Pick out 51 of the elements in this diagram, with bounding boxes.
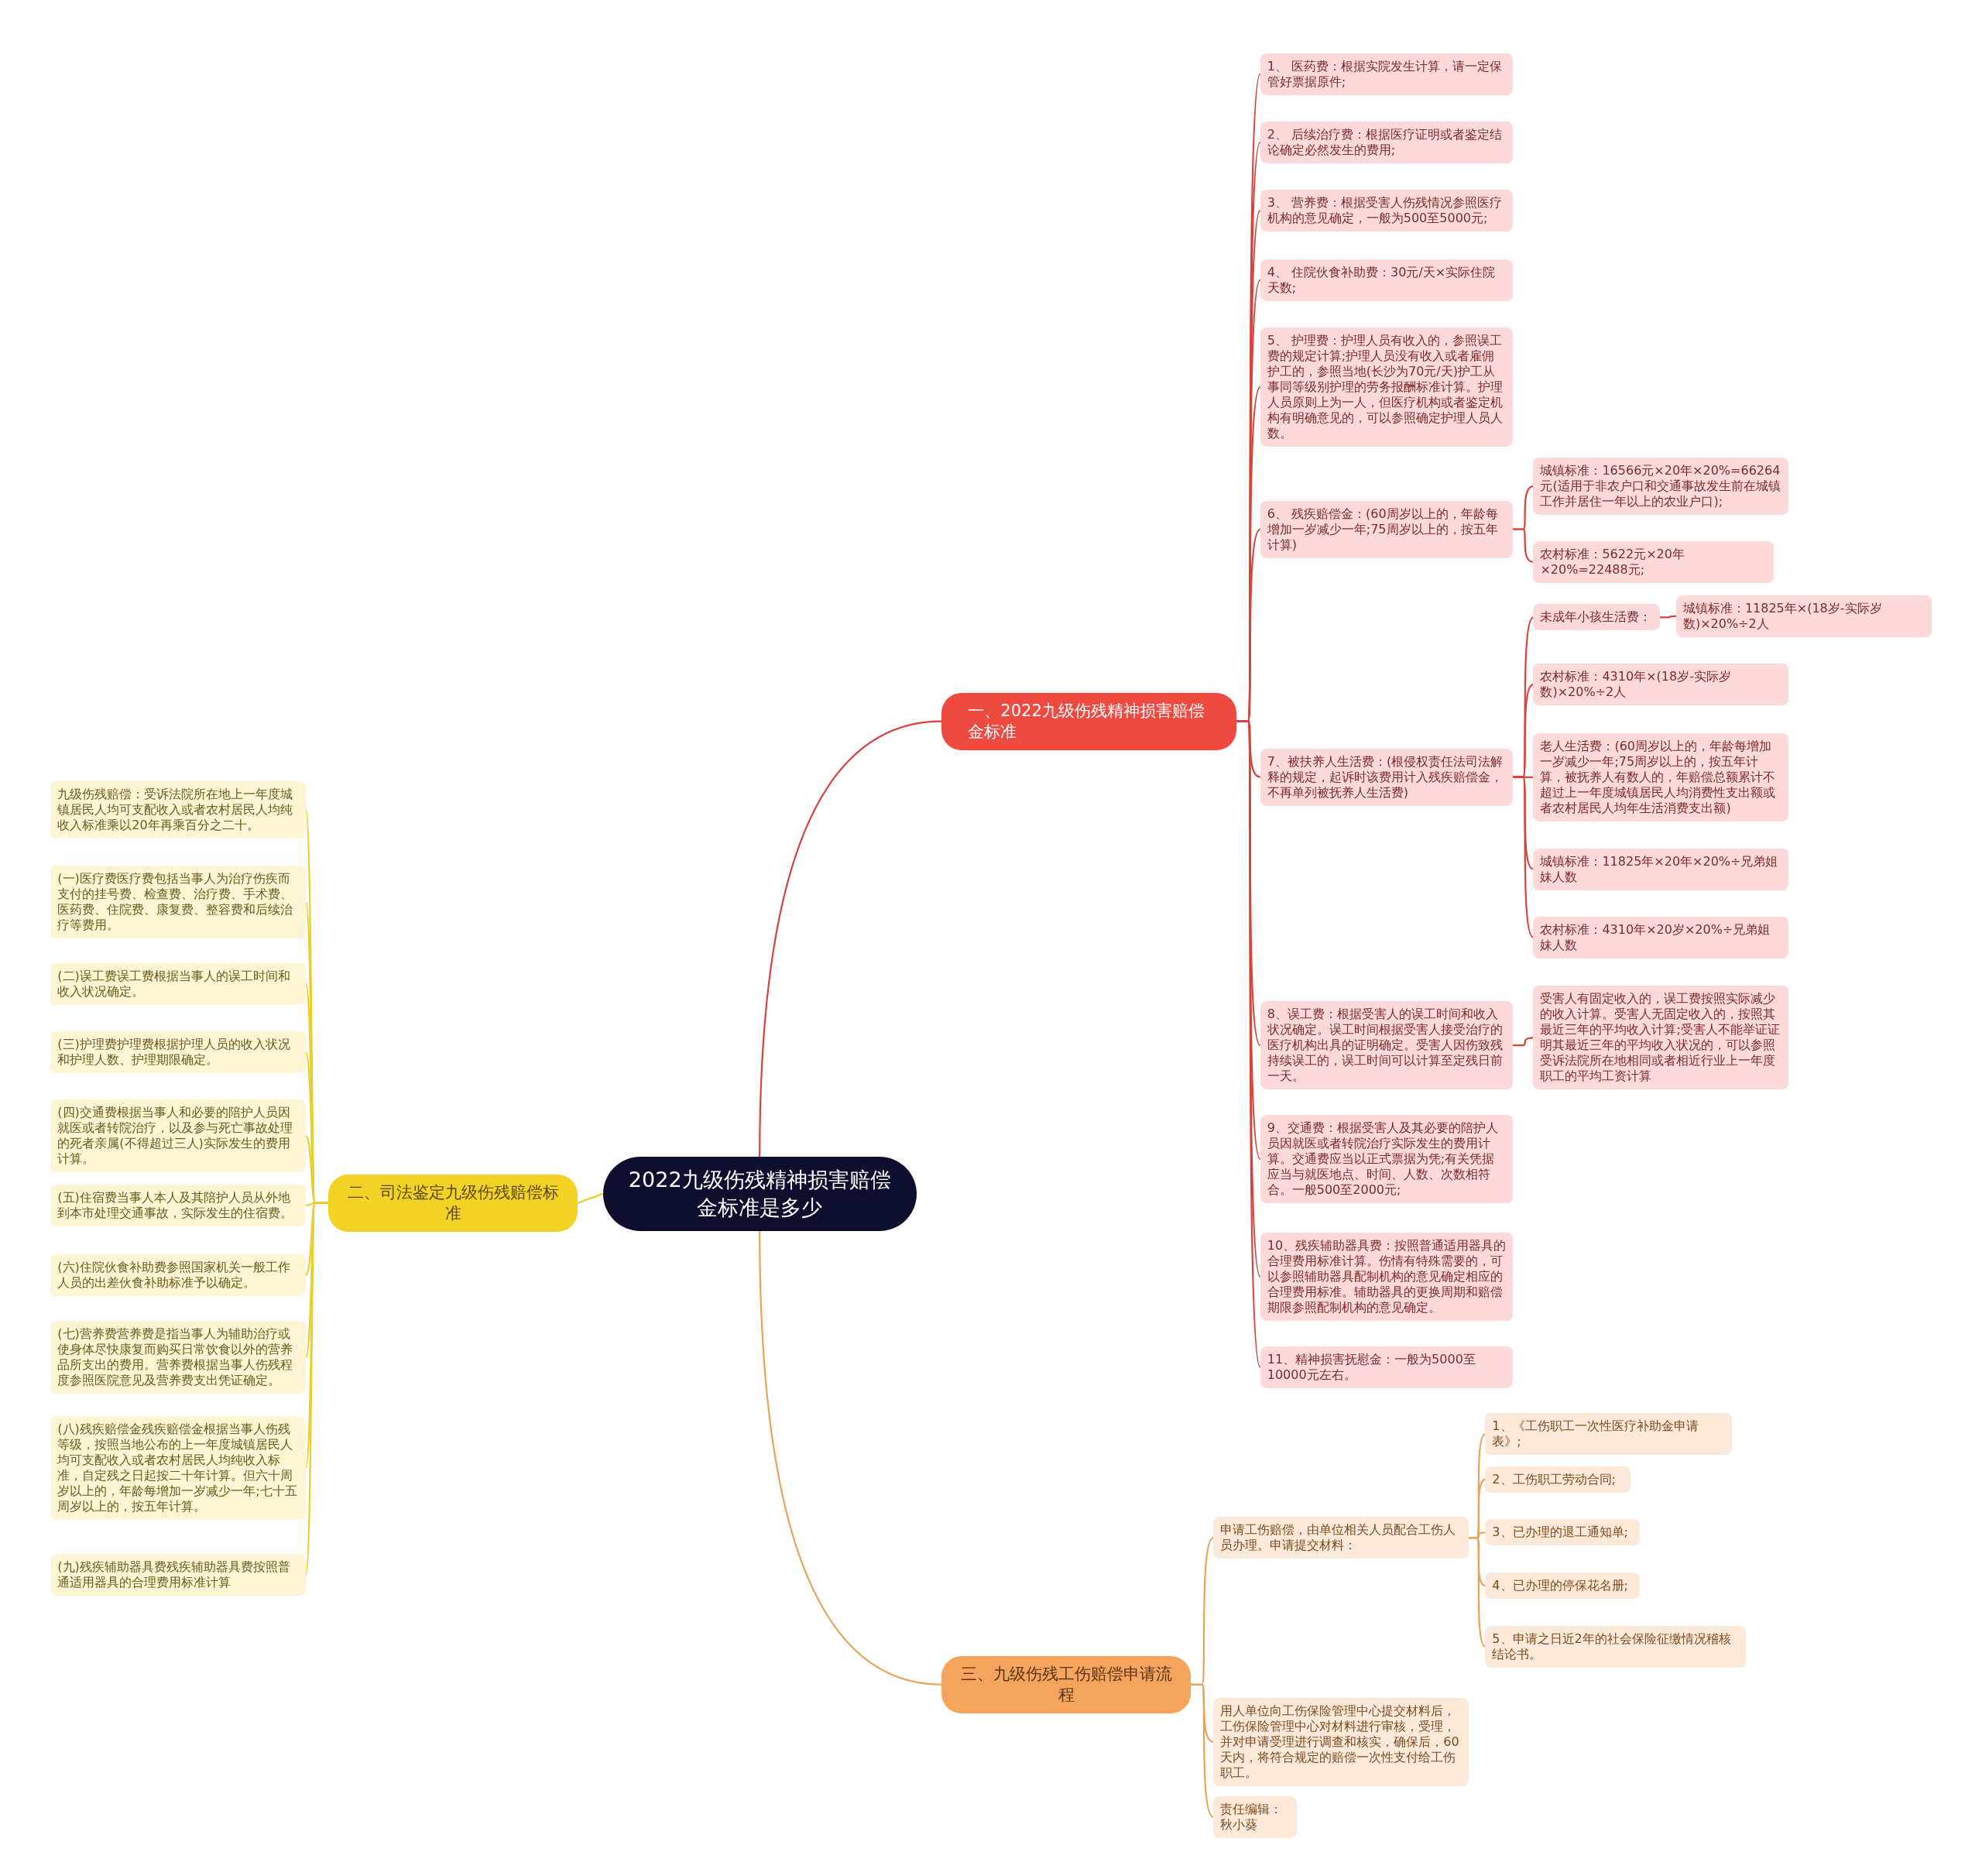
topic-box: 10、残疾辅助器具费：按照普通适用器具的合理费用标准计算。伤情有特殊需要的，可以参照辅助器具配制机构的意见确定相应的合理费用标准。辅助器具的更换周期和赔偿期限参照配制机构的意见确定。 [1260, 1232, 1514, 1321]
topic-box: 城镇标准：16566元×20年×20%=66264元(适用于非农户口和交通事故发生前在城镇工作并居住一年以上的农业户口); [1533, 458, 1789, 515]
connector-line [1190, 1683, 1215, 1818]
topic-box: 2、 后续治疗费：根据医疗证明或者鉴定结论确定必然发生的费用; [1260, 121, 1514, 163]
branch-topic: 三、九级伤残工伤赔偿申请流程 [941, 1655, 1191, 1713]
topic-box: (四)交通费根据当事人和必要的陪护人员因就医或者转院治疗，以及参与死亡事故处理的死者亲属(不得超过三人)实际发生的费用计算。 [50, 1099, 307, 1173]
topic-box: 1、 医药费：根据实院发生计算，请一定保管好票据原件; [1260, 53, 1514, 95]
topic-box: (一)医疗费医疗费包括当事人为治疗伤疾而支付的挂号费、检查费、治疗费、手术费、医药费、住院费、康复费、整容费和后续治疗等费用。 [50, 866, 307, 939]
connector-line [1513, 1037, 1534, 1047]
topic-box: 5、 护理费：护理人员有收入的，参照误工费的规定计算;护理人员没有收入或者雇佣护工的，参照当地(长沙为70元/天)护工从事同等级别护理的劳务报酬标准计算。护理人员原则上为一人，但医疗机构或者鉴定机构有明确意见的，可以参照确定护理人员人数。 [1260, 327, 1514, 447]
topic-box: 3、 营养费：根据受害人伤残情况参照医疗机构的意见确定，一般为500至5000元; [1260, 189, 1514, 231]
topic-box: 4、 住院伙食补助费：30元/天×实际住院天数; [1260, 259, 1514, 301]
connector-line [759, 1230, 942, 1686]
topic-box: 九级伤残赔偿：受诉法院所在地上一年度城镇居民人均可支配收入或者农村居民人均纯收入标准乘以20年再乘百分之二十。 [50, 780, 307, 839]
topic-box: 未成年小孩生活费： [1533, 604, 1660, 631]
connector-line [759, 720, 942, 1157]
topic-box: (二)误工费误工费根据当事人的误工时间和收入状况确定。 [50, 963, 307, 1006]
topic-box: 5、申请之日近2年的社会保险征缴情况稽核结论书。 [1485, 1625, 1746, 1668]
connector-line [1659, 615, 1676, 619]
topic-box: 2、工伤职工劳动合同; [1485, 1466, 1631, 1493]
branch-topic: 一、2022九级伤残精神损害赔偿金标准 [941, 692, 1236, 750]
topic-box: 受害人有固定收入的，误工费按照实际减少的收入计算。受害人无固定收入的，按照其最近三年的平均收入计算;受害人不能举证证明其最近三年的平均收入状况的，可以参照受诉法院所在地相同或者相近行业上一年度职工的平均工资计算 [1533, 986, 1789, 1090]
topic-box: 8、误工费：根据受害人的误工时间和收入状况确定。误工时间根据受害人接受治疗的医疗机构出具的证明确定。受害人因伤致残持续误工的，误工时间可以计算至定残日前一天。 [1260, 1001, 1514, 1090]
topic-box: (八)残疾赔偿金残疾赔偿金根据当事人伤残等级，按照当地公布的上一年度城镇居民人均可支配收入或者农村居民人均纯收入标准，自定残之日起按二十年计算。但六十周岁以上的，年龄每增加一岁减少一年;七十五周岁以上的，按五年计算。 [50, 1415, 307, 1520]
topic-box: 农村标准：4310年×(18岁-实际岁数)×20%÷2人 [1533, 664, 1789, 706]
central-topic: 2022九级伤残精神损害赔偿金标准是多少 [602, 1156, 917, 1231]
connector-line [1513, 528, 1534, 563]
topic-box: 11、精神损害抚慰金：一般为5000至10000元左右。 [1260, 1346, 1514, 1388]
connector-line [1513, 776, 1535, 938]
topic-box: 7、被扶养人生活费：(根侵权责任法司法解释的规定，起诉时该费用计入残疾赔偿金，不再单列被抚养人生活费) [1260, 748, 1514, 806]
topic-box: 城镇标准：11825年×20年×20%÷兄弟姐妹人数 [1533, 848, 1789, 890]
topic-box: 责任编辑：秋小葵 [1213, 1796, 1298, 1838]
connector-line [1469, 1537, 1486, 1648]
topic-box: (九)残疾辅助器具费残疾辅助器具费按照普通适用器具的合理费用标准计算 [50, 1553, 307, 1596]
topic-box: 老人生活费：(60周岁以上的，年龄每增加一岁减少一年;75周岁以上的，按五年计算，被抚养人有数人的，年赔偿总额累计不超过上一年度城镇居民人均消费性支出额或者农村居民人均年生活消费支出额) [1533, 732, 1789, 821]
topic-box: (七)营养费营养费是指当事人为辅助治疗或使身体尽快康复而购买日常饮食以外的营养品所支出的费用。营养费根据当事人伤残程度参照医院意见及营养费支出凭证确定。 [50, 1321, 307, 1394]
branch-topic: 二、司法鉴定九级伤残赔偿标准 [328, 1174, 578, 1232]
topic-box: 农村标准：5622元×20年×20%=22488元; [1533, 540, 1774, 583]
topic-box: 用人单位向工伤保险管理中心提交材料后，工伤保险管理中心对材料进行审核，受理，并对申请受理进行调查和核实，确保后，60天内，将符合规定的赔偿一次性支付给工伤职工。 [1213, 1697, 1469, 1786]
topic-box: 9、交通费：根据受害人及其必要的陪护人员因就医或者转院治疗实际发生的费用计算。交通费应当以正式票据为凭;有关凭据应当与就医地点、时间、人数、次数相符合。一般500至2000元; [1260, 1115, 1514, 1203]
topic-box: (五)住宿费当事人本人及其陪护人员从外地到本市处理交通事故，实际发生的住宿费。 [50, 1184, 307, 1226]
connector-line [577, 1192, 604, 1204]
topic-box: (三)护理费护理费根据护理人员的收入状况和护理人数、护理期限确定。 [50, 1031, 307, 1074]
topic-box: (六)住院伙食补助费参照国家机关一般工作人员的出差伙食补助标准予以确定。 [50, 1254, 307, 1296]
topic-box: 城镇标准：11825年×(18岁-实际岁数)×20%÷2人 [1675, 595, 1932, 637]
topic-box: 3、已办理的退工通知单; [1485, 1519, 1640, 1546]
topic-box: 4、已办理的停保花名册; [1485, 1572, 1640, 1599]
topic-box: 1、《工伤职工一次性医疗补助金申请表》; [1485, 1413, 1732, 1456]
topic-box: 农村标准：4310年×20岁×20%÷兄弟姐妹人数 [1533, 916, 1789, 959]
topic-box: 6、 残疾赔偿金：(60周岁以上的，年龄每增加一岁减少一年;75周岁以上的，按五年计算) [1260, 500, 1514, 558]
topic-box: 申请工伤赔偿，由单位相关人员配合工伤人员办理。申请提交材料： [1213, 1517, 1469, 1559]
